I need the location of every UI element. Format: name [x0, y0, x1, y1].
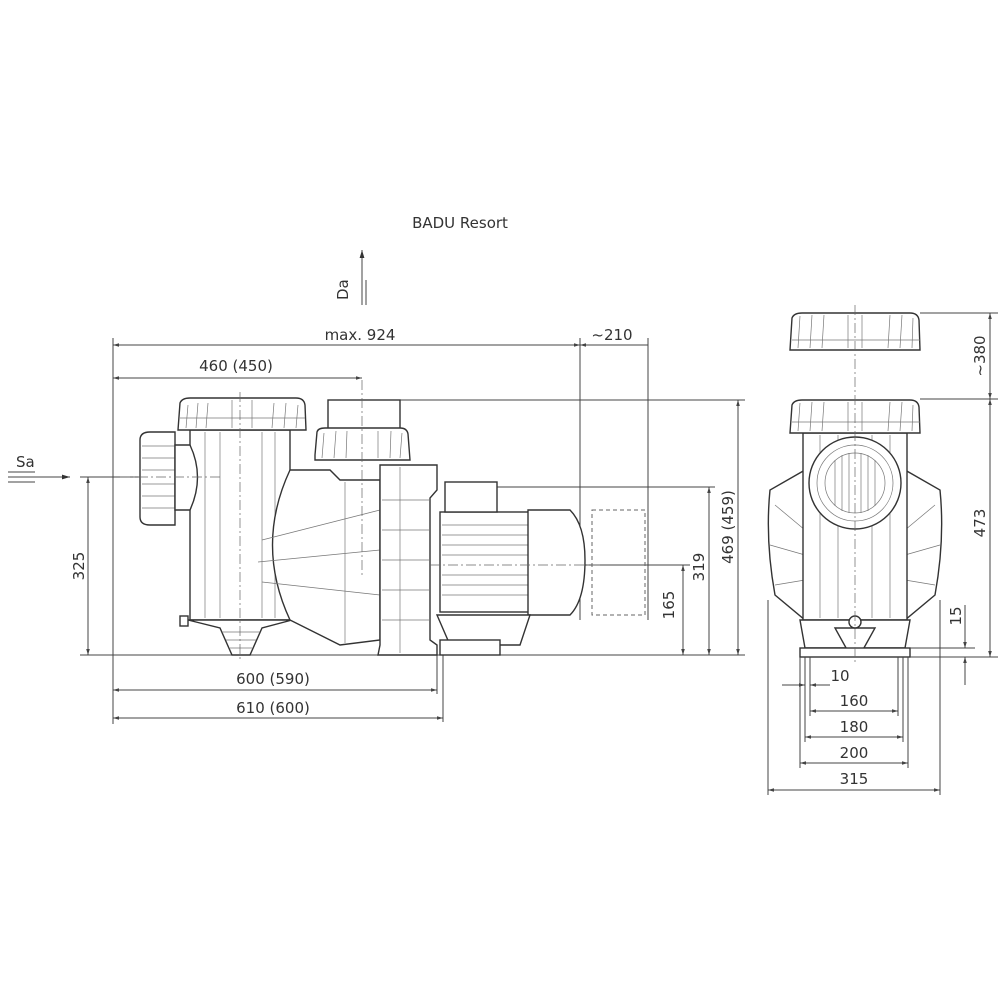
- dim-discharge-offset: 460 (450): [199, 357, 273, 375]
- discharge-label: Da: [334, 279, 352, 300]
- dim-motor-axis-height: 165: [660, 591, 678, 620]
- dim-max-length: max. 924: [325, 326, 396, 344]
- dim-base-length-1: 600 (590): [236, 670, 310, 688]
- dim-hole-diameter: 10: [830, 667, 849, 685]
- suction-arrow: Sa: [8, 453, 70, 483]
- front-view: ~380 473 15 10 160 180 200 315: [767, 305, 998, 795]
- dim-overall-width: 315: [840, 770, 869, 788]
- suction-label: Sa: [16, 453, 35, 471]
- dim-base-length-2: 610 (600): [236, 699, 310, 717]
- dim-total-height: 469 (459): [719, 490, 737, 564]
- dim-terminal-height: 319: [690, 553, 708, 582]
- dim-width-180: 180: [840, 718, 869, 736]
- dim-hole-spacing: 160: [840, 692, 869, 710]
- drawing-title: BADU Resort: [412, 214, 508, 232]
- dim-base-thickness: 15: [947, 606, 965, 625]
- side-view: Da Sa: [8, 250, 745, 724]
- discharge-arrow: Da: [334, 250, 367, 305]
- dim-inlet-height: 325: [70, 552, 88, 581]
- dim-base-width: 200: [840, 744, 869, 762]
- dim-motor-removal: ~210: [591, 326, 632, 344]
- dim-lid-removal: ~380: [971, 335, 989, 376]
- dim-front-height: 473: [971, 509, 989, 538]
- pump-side: [139, 397, 646, 656]
